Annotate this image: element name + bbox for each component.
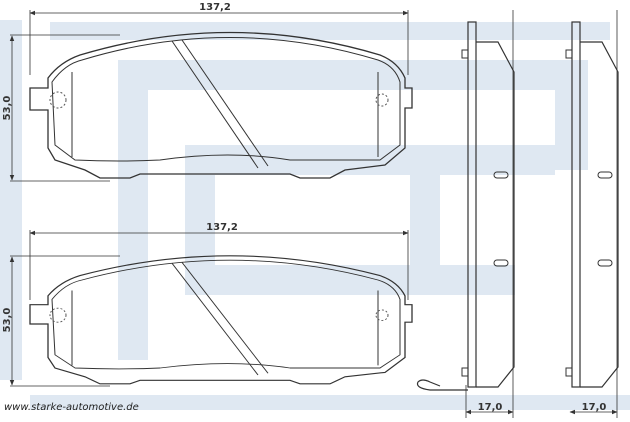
wear-sensor-clip [416, 379, 468, 391]
dimension-lines [9, 10, 618, 418]
top-pad-height-label: 53,0 [2, 96, 13, 121]
right-thickness-label: 17,0 [582, 402, 607, 413]
left-thickness-label: 17,0 [478, 402, 503, 413]
website-url: www.starke-automotive.de [4, 402, 139, 413]
watermark-logo [0, 20, 630, 410]
bottom-pad-height-label: 53,0 [2, 308, 13, 333]
bottom-pad-width-label: 137,2 [206, 222, 238, 233]
top-pad-width-label: 137,2 [199, 2, 231, 13]
